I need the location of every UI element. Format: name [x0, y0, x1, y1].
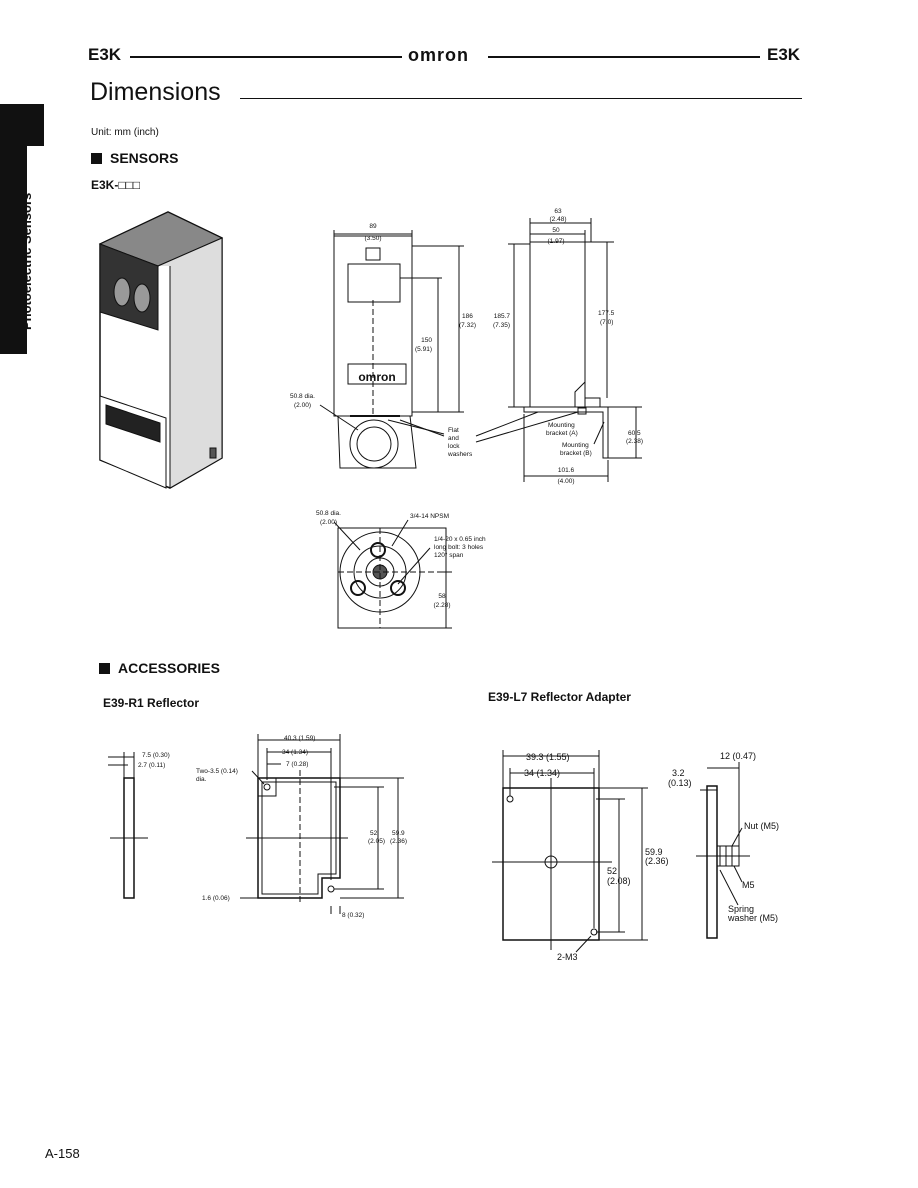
bullet-square-icon	[99, 663, 110, 674]
bottom-dia-inch: (2.00)	[320, 519, 337, 526]
l7-t32-inch: (0.13)	[668, 778, 692, 788]
side-h605-inch: (2.38)	[626, 438, 643, 445]
front-dia-label: 50.8 dia.	[290, 393, 315, 400]
l7-h599-inch: (2.36)	[645, 856, 669, 866]
side-h1857-inch: (7.35)	[493, 322, 510, 329]
r1-h52-inch: (2.05)	[368, 838, 385, 845]
l7-h599-label: 59.9	[645, 847, 663, 857]
front-washer-3: lock	[448, 443, 460, 450]
r1-h599-label: 59.9	[392, 830, 405, 837]
omron-logo: omron	[408, 45, 469, 65]
l7-title: E39-L7 Reflector Adapter	[488, 690, 631, 704]
bottom-h58-inch: (2.28)	[434, 602, 451, 609]
l7-side-view	[696, 762, 750, 939]
bottom-thread-label: 3/4-14 NPSM	[410, 513, 449, 520]
front-washer-1: Flat	[448, 427, 459, 434]
side-view	[475, 218, 642, 482]
bottom-h58-label: 58	[438, 593, 446, 600]
front-washer-2: and	[448, 435, 459, 442]
l7-m3-label: 2-M3	[557, 952, 578, 962]
r1-w8-label: 8 (0.32)	[342, 912, 364, 919]
page-number: A-158	[45, 1146, 80, 1161]
front-h150-inch: (5.91)	[415, 346, 432, 353]
side-w1016-label: 101.6	[558, 467, 575, 474]
l7-h52-inch: (2.08)	[607, 876, 631, 886]
sensor-model: E3K-□□□	[91, 178, 141, 192]
r1-front-view	[240, 734, 404, 914]
side-w1016-inch: (4.00)	[558, 478, 575, 485]
front-view	[319, 230, 464, 469]
front-h150-label: 150	[421, 337, 432, 344]
accessories-heading: ACCESSORIES	[99, 660, 220, 676]
l7-w393-label: 39.3 (1.55)	[526, 752, 570, 762]
front-h186-label: 186	[462, 313, 473, 320]
bottom-bolt-1: 1/4-20 x 0.65 inch	[434, 536, 486, 543]
front-width-label: 89	[369, 223, 377, 230]
bottom-bolt-2: long bolt: 3 holes	[434, 544, 484, 551]
l7-m5-label: M5	[742, 880, 755, 890]
front-width-inch: (3.50)	[365, 235, 382, 242]
r1-hole-line1: Two-3.5 (0.14)	[196, 768, 238, 775]
side-w63-inch: (2.48)	[550, 216, 567, 223]
bottom-view	[333, 519, 452, 629]
r1-t75-label: 7.5 (0.30)	[142, 752, 170, 759]
sensors-heading: SENSORS	[91, 150, 178, 166]
front-washer-4: washers	[447, 451, 473, 458]
front-h186-inch: (7.32)	[459, 322, 476, 329]
r1-h599-inch: (2.36)	[390, 838, 407, 845]
l7-h52-label: 52	[607, 866, 617, 876]
bracket-b-line2: bracket (B)	[560, 450, 592, 457]
header-rule-right	[488, 56, 760, 58]
r1-h52-label: 52	[370, 830, 378, 837]
page-title: Dimensions	[90, 78, 221, 106]
r1-w7-label: 7 (0.28)	[286, 761, 308, 768]
bracket-a-line2: bracket (A)	[546, 430, 578, 437]
l7-t12-label: 12 (0.47)	[720, 751, 756, 761]
r1-w34-label: 34 (1.34)	[282, 749, 308, 756]
l7-washer-line1: Spring	[728, 904, 754, 914]
side-tab-panel	[26, 146, 45, 354]
side-w50-label: 50	[552, 227, 560, 234]
sensor-product-illustration	[98, 211, 224, 489]
front-view-brand: omron	[358, 370, 395, 384]
l7-nut-label: Nut (M5)	[744, 821, 779, 831]
bottom-bolt-3: 120° span	[434, 551, 464, 559]
header-rule-left	[130, 56, 402, 58]
side-w63-label: 63	[554, 208, 562, 215]
bottom-dia-label: 50.8 dia.	[316, 510, 341, 517]
l7-t32-label: 3.2	[672, 768, 685, 778]
l7-w34-label: 34 (1.34)	[524, 768, 560, 778]
side-w50-inch: (1.97)	[548, 238, 565, 245]
bracket-a-line1: Mounting	[548, 422, 575, 429]
l7-washer-line2: washer (M5)	[727, 913, 778, 923]
side-h1775-inch: (7.0)	[600, 319, 613, 326]
header-right-code: E3K	[767, 45, 801, 64]
r1-hole-line2: dia.	[196, 776, 207, 783]
l7-front-view	[492, 750, 648, 953]
side-h605-label: 60.5	[628, 430, 641, 437]
bracket-b-line1: Mounting	[562, 442, 589, 449]
side-h1857-label: 185.7	[494, 313, 511, 320]
front-dia-inch: (2.00)	[294, 402, 311, 409]
header-left-code: E3K	[88, 45, 122, 64]
r1-w403-label: 40.3 (1.59)	[284, 735, 315, 742]
title-rule	[240, 98, 802, 99]
unit-note: Unit: mm (inch)	[91, 127, 159, 138]
r1-t27-label: 2.7 (0.11)	[138, 762, 165, 769]
r1-side-view	[108, 752, 148, 899]
r1-t16-label: 1.6 (0.06)	[202, 895, 230, 902]
bullet-square-icon	[91, 153, 102, 164]
side-h1775-label: 177.5	[598, 310, 615, 317]
r1-title: E39-R1 Reflector	[103, 696, 200, 710]
